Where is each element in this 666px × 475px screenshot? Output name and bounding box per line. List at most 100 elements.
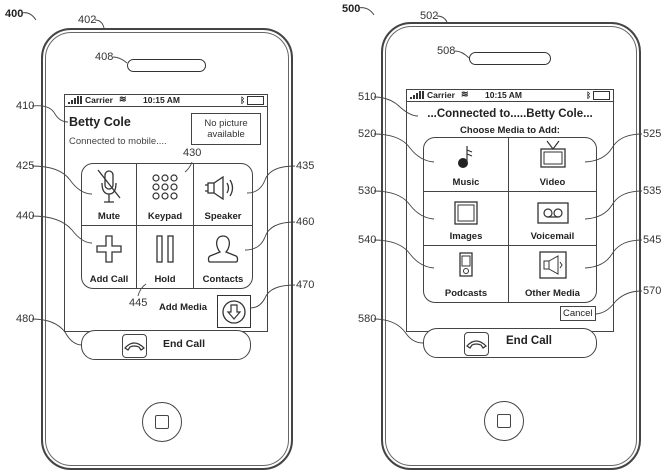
speaker-button[interactable]: Speaker [194, 164, 252, 226]
arrow-down-circle-icon [221, 299, 247, 330]
speaker-label: Speaker [204, 211, 242, 222]
end-call-label: End Call [163, 338, 206, 350]
media-type-grid: Music Video Images Voicemail Podcasts [423, 137, 597, 303]
end-call-button-left[interactable]: End Call [81, 330, 251, 360]
contacts-label: Contacts [202, 274, 244, 285]
ref-510: 510 [358, 91, 377, 103]
status-bar: Carrier ≋ 10:15 AM ᛒ [407, 89, 613, 102]
video-button[interactable]: Video [509, 138, 596, 192]
pause-icon [155, 234, 175, 269]
podcasts-label: Podcasts [444, 288, 488, 299]
end-call-label: End Call [506, 335, 553, 347]
phone-handset-icon [122, 334, 147, 358]
wifi-icon: ≋ [119, 94, 127, 104]
ref-425: 425 [16, 160, 35, 172]
speaker-box-icon [538, 251, 567, 284]
ref-470: 470 [296, 279, 315, 291]
bluetooth-icon: ᛒ [586, 91, 591, 100]
bluetooth-icon: ᛒ [240, 96, 245, 105]
home-button-left[interactable] [142, 402, 182, 442]
phone-handset-icon [464, 332, 489, 356]
ref-535: 535 [643, 185, 662, 197]
connected-header: ...Connected to.....Betty Cole... [427, 108, 593, 120]
cancel-button[interactable]: Cancel [560, 306, 596, 321]
plus-icon [95, 234, 123, 269]
ref-440: 440 [16, 210, 35, 222]
mute-label: Mute [97, 211, 121, 222]
ref-502: 502 [420, 10, 439, 22]
ref-570: 570 [643, 285, 662, 297]
ref-460: 460 [296, 216, 315, 228]
hold-label: Hold [154, 274, 176, 285]
signal-icon [68, 96, 82, 107]
end-call-button-right[interactable]: End Call [423, 328, 597, 358]
signal-icon [410, 91, 424, 102]
earpiece-speaker-left [127, 59, 206, 72]
ref-402: 402 [78, 14, 97, 26]
music-button[interactable]: Music [424, 138, 509, 192]
home-button-right[interactable] [484, 401, 524, 441]
ref-480: 480 [16, 313, 35, 325]
microphone-muted-icon [96, 168, 122, 211]
figure-ref-400: 400 [5, 8, 24, 20]
leader-400 [21, 12, 37, 21]
podcasts-button[interactable]: Podcasts [424, 246, 509, 302]
keypad-button[interactable]: Keypad [137, 164, 194, 226]
ref-545: 545 [643, 234, 662, 246]
ref-430: 430 [183, 147, 202, 159]
ref-525: 525 [643, 128, 662, 140]
voicemail-icon [536, 202, 569, 229]
ref-410: 410 [16, 100, 35, 112]
figure-ref-500: 500 [342, 3, 361, 15]
other-media-label: Other Media [525, 288, 580, 299]
picture-frame-icon [453, 200, 479, 231]
ref-530: 530 [358, 185, 377, 197]
battery-icon [247, 96, 264, 105]
home-square-icon [155, 415, 169, 429]
battery-icon [593, 91, 610, 100]
images-button[interactable]: Images [424, 192, 509, 246]
clock: 10:15 AM [485, 90, 523, 100]
ref-508: 508 [437, 45, 456, 57]
carrier-label: Carrier [427, 90, 455, 100]
images-label: Images [449, 231, 483, 242]
home-square-icon [497, 414, 511, 428]
caller-name: Betty Cole [69, 115, 131, 129]
keypad-label: Keypad [147, 211, 183, 222]
connection-status: Connected to mobile.... [69, 136, 167, 147]
ref-540: 540 [358, 234, 377, 246]
leader-500 [357, 7, 375, 16]
contact-picture-placeholder: No picture available [191, 113, 261, 145]
voicemail-button[interactable]: Voicemail [509, 192, 596, 246]
phone-screen-left: Carrier ≋ 10:15 AM ᛒ Betty Cole Connecte… [64, 94, 268, 332]
wifi-icon: ≋ [461, 89, 469, 99]
voicemail-label: Voicemail [530, 231, 575, 242]
add-call-label: Add Call [89, 274, 129, 285]
mute-button[interactable]: Mute [82, 164, 137, 226]
earpiece-speaker-right [469, 52, 551, 65]
ref-445: 445 [129, 297, 148, 309]
video-label: Video [539, 177, 566, 188]
music-note-icon [456, 144, 476, 175]
hold-button[interactable]: Hold [137, 226, 194, 288]
contacts-button[interactable]: Contacts [194, 226, 252, 288]
ref-580: 580 [358, 313, 377, 325]
ref-435: 435 [296, 160, 315, 172]
ref-408: 408 [95, 51, 114, 63]
picture-placeholder-text: No picture available [204, 118, 248, 140]
choose-media-prompt: Choose Media to Add: [460, 125, 560, 136]
other-media-button[interactable]: Other Media [509, 246, 596, 302]
keypad-icon [151, 174, 179, 205]
music-label: Music [452, 177, 480, 188]
ref-520: 520 [358, 128, 377, 140]
clock: 10:15 AM [143, 95, 181, 105]
carrier-label: Carrier [85, 95, 113, 105]
add-media-button[interactable] [217, 295, 251, 328]
phone-screen-right: Carrier ≋ 10:15 AM ᛒ ...Connected to....… [406, 89, 614, 332]
add-media-label: Add Media [159, 302, 208, 313]
status-bar: Carrier ≋ 10:15 AM ᛒ [65, 94, 267, 107]
person-icon [206, 234, 240, 269]
speaker-icon [205, 174, 241, 207]
call-controls-grid: Mute Keypad Speaker Add Call Hold [81, 163, 253, 289]
add-call-button[interactable]: Add Call [82, 226, 137, 288]
